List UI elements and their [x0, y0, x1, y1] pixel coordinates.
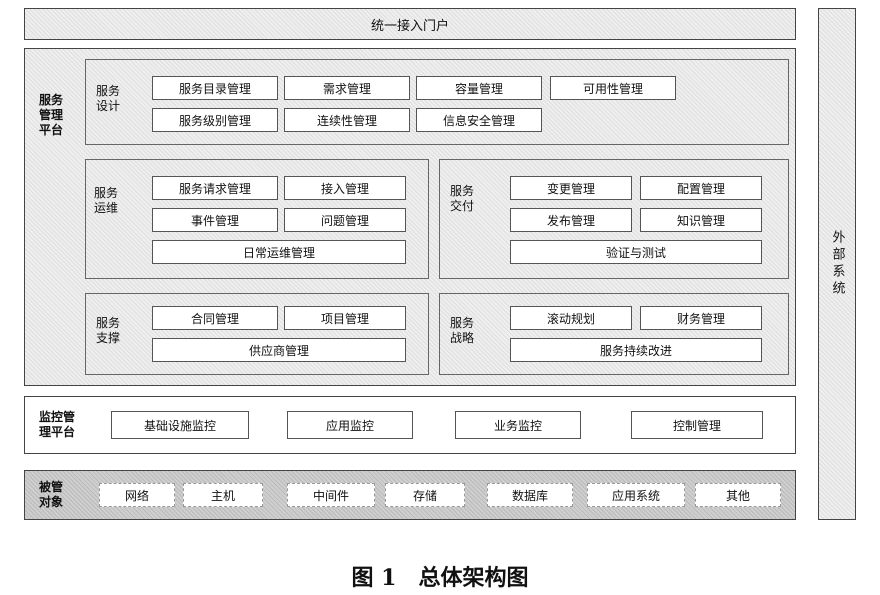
service-ops-label: 服务 运维: [94, 186, 119, 215]
design-item: 服务级别管理: [152, 108, 278, 132]
service-management-label: 服务 管理 平台: [39, 93, 64, 137]
monitor-item: 业务监控: [455, 411, 581, 439]
service-support-label: 服务 支撑: [96, 316, 121, 345]
managed-item: 应用系统: [587, 483, 685, 507]
managed-objects: 被管 对象 网络 主机 中间件 存储 数据库 应用系统 其他: [24, 470, 796, 520]
design-item: 信息安全管理: [416, 108, 542, 132]
delivery-item: 配置管理: [640, 176, 762, 200]
managed-item: 中间件: [287, 483, 375, 507]
support-item: 项目管理: [284, 306, 406, 330]
design-item: 需求管理: [284, 76, 410, 100]
service-design-label: 服务 设计: [96, 84, 121, 113]
delivery-item: 发布管理: [510, 208, 632, 232]
ops-item: 接入管理: [284, 176, 406, 200]
delivery-item: 知识管理: [640, 208, 762, 232]
service-management-platform: 服务 管理 平台 服务 设计 服务目录管理 需求管理 容量管理 可用性管理 服务…: [24, 48, 796, 386]
managed-item: 网络: [99, 483, 175, 507]
service-delivery-label: 服务 交付: [450, 184, 475, 213]
external-systems: 外部系统: [818, 8, 856, 520]
ops-item: 服务请求管理: [152, 176, 278, 200]
strategy-item: 滚动规划: [510, 306, 632, 330]
external-systems-label: 外部系统: [829, 230, 845, 298]
ops-item: 日常运维管理: [152, 240, 406, 264]
strategy-item: 财务管理: [640, 306, 762, 330]
monitor-item: 控制管理: [631, 411, 763, 439]
managed-objects-label: 被管 对象: [39, 480, 64, 509]
monitoring-platform: 监控管 理平台 基础设施监控 应用监控 业务监控 控制管理: [24, 396, 796, 454]
service-support-panel: 服务 支撑 合同管理 项目管理 供应商管理: [85, 293, 429, 375]
managed-item: 主机: [183, 483, 263, 507]
support-item: 供应商管理: [152, 338, 406, 362]
service-strategy-label: 服务 战略: [450, 316, 475, 345]
monitor-item: 应用监控: [287, 411, 413, 439]
delivery-item: 验证与测试: [510, 240, 762, 264]
strategy-item: 服务持续改进: [510, 338, 762, 362]
design-item: 可用性管理: [550, 76, 676, 100]
design-item: 服务目录管理: [152, 76, 278, 100]
monitor-item: 基础设施监控: [111, 411, 249, 439]
design-item: 连续性管理: [284, 108, 410, 132]
delivery-item: 变更管理: [510, 176, 632, 200]
unified-access-portal: 统一接入门户: [24, 8, 796, 40]
service-design-panel: 服务 设计 服务目录管理 需求管理 容量管理 可用性管理 服务级别管理 连续性管…: [85, 59, 789, 145]
service-delivery-panel: 服务 交付 变更管理 配置管理 发布管理 知识管理 验证与测试: [439, 159, 789, 279]
support-item: 合同管理: [152, 306, 278, 330]
figure-caption: 图 1 总体架构图: [351, 565, 529, 591]
ops-item: 事件管理: [152, 208, 278, 232]
managed-item: 其他: [695, 483, 781, 507]
managed-item: 存储: [385, 483, 465, 507]
service-ops-panel: 服务 运维 服务请求管理 接入管理 事件管理 问题管理 日常运维管理: [85, 159, 429, 279]
design-item: 容量管理: [416, 76, 542, 100]
managed-item: 数据库: [487, 483, 573, 507]
portal-label: 统一接入门户: [370, 18, 449, 34]
service-strategy-panel: 服务 战略 滚动规划 财务管理 服务持续改进: [439, 293, 789, 375]
ops-item: 问题管理: [284, 208, 406, 232]
monitoring-platform-label: 监控管 理平台: [39, 410, 76, 439]
